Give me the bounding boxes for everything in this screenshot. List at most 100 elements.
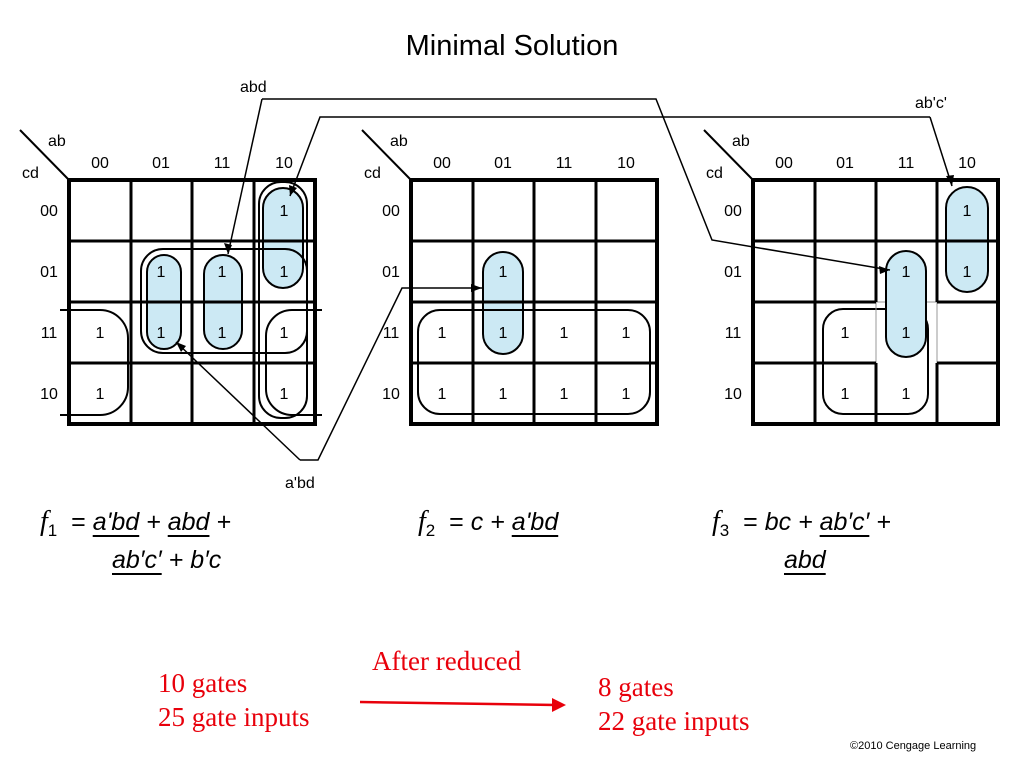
- corner-diagonal: [703, 129, 754, 181]
- row-label: 00: [40, 203, 58, 220]
- function-name: f: [40, 506, 48, 537]
- col-label: 10: [275, 155, 293, 172]
- arrowhead-icon: [879, 266, 890, 274]
- term: ab′c′: [819, 508, 870, 536]
- loop-ab-c: [262, 187, 304, 289]
- row-label: 01: [40, 264, 58, 281]
- operator: +: [490, 508, 505, 536]
- term: c: [470, 508, 484, 536]
- gate-inputs-after: 22 gate inputs: [598, 706, 750, 736]
- arrow-label: After reduced: [372, 646, 522, 676]
- cell-value: 1: [622, 386, 631, 403]
- arrowhead-icon: [176, 342, 186, 352]
- cell-value: 1: [280, 386, 289, 403]
- cell-value: 1: [560, 325, 569, 342]
- cell-value: 1: [157, 325, 166, 342]
- cell-value: 1: [499, 386, 508, 403]
- equation-f1: f1 = a'bd + abd +: [40, 506, 231, 540]
- function-subscript: 3: [719, 521, 730, 540]
- equation-f2: f2 = c + a'bd: [418, 506, 559, 540]
- cell-value: 1: [280, 264, 289, 281]
- term: bc: [764, 508, 792, 536]
- arrowhead-icon: [289, 185, 297, 196]
- cell-value: 1: [438, 325, 447, 342]
- term: a'bd: [92, 508, 140, 536]
- col-label: 01: [152, 155, 170, 172]
- connector-abd-map1: [227, 98, 263, 255]
- row-label: 00: [724, 203, 742, 220]
- col-label: 01: [494, 155, 512, 172]
- cell-value: 1: [280, 203, 289, 220]
- row-label: 11: [383, 325, 400, 342]
- col-label: 00: [775, 155, 793, 172]
- kmap-f2: ab cd 00 01 11 10 00 01 11 10 1 1 1 1 1 …: [361, 129, 659, 426]
- col-label: 11: [898, 155, 915, 172]
- gate-count-before: 10 gates: [158, 668, 248, 698]
- col-label: 00: [91, 155, 109, 172]
- function-subscript: 1: [47, 521, 58, 540]
- cell-value: 1: [902, 386, 911, 403]
- row-label: 00: [382, 203, 400, 220]
- term-label-a-bd: a'bd: [285, 475, 315, 492]
- connector-abd2-map2: [300, 287, 482, 461]
- arrowhead-icon: [946, 175, 954, 186]
- operator: +: [216, 508, 231, 536]
- cell-value: 1: [438, 386, 447, 403]
- col-label: 10: [617, 155, 635, 172]
- corner-label-cd: cd: [706, 165, 723, 182]
- cell-value: 1: [963, 203, 972, 220]
- col-label: 10: [958, 155, 976, 172]
- corner-label-ab: ab: [732, 133, 750, 150]
- col-label: 00: [433, 155, 451, 172]
- cell-value: 1: [963, 264, 972, 281]
- slide-title: Minimal Solution: [405, 30, 619, 62]
- equals-sign: =: [743, 508, 758, 536]
- term-connectors: abd ab'c' a'bd: [175, 79, 954, 492]
- equation-f3: f3 = bc + ab′c′ +: [712, 506, 891, 540]
- gate-inputs-before: 25 gate inputs: [158, 702, 310, 732]
- gate-count-after: 8 gates: [598, 672, 674, 702]
- operator: +: [798, 508, 813, 536]
- connector-abd2-map1: [175, 341, 301, 461]
- cell-value: 1: [280, 325, 289, 342]
- corner-diagonal: [19, 129, 70, 181]
- cell-value: 1: [560, 386, 569, 403]
- cell-value: 1: [96, 386, 105, 403]
- connector-abc-map3: [929, 116, 953, 187]
- before-summary: 10 gates 25 gate inputs: [158, 666, 309, 734]
- row-label: 10: [382, 386, 400, 403]
- equals-sign: =: [449, 508, 464, 536]
- corner-label-ab: ab: [390, 133, 408, 150]
- col-label: 11: [556, 155, 573, 172]
- term: b′c: [190, 546, 222, 574]
- equation-f1-line2: ab′c′ + b′c: [112, 546, 221, 575]
- cell-value: 1: [499, 325, 508, 342]
- term: abd: [167, 508, 210, 536]
- corner-diagonal: [361, 129, 412, 181]
- row-label: 01: [382, 264, 400, 281]
- operator: +: [168, 546, 184, 574]
- term-label-ab-c: ab'c': [915, 95, 947, 112]
- row-label: 01: [724, 264, 742, 281]
- cell-value: 1: [499, 264, 508, 281]
- cell-value: 1: [902, 325, 911, 342]
- reduction-arrowhead-icon: [552, 698, 566, 712]
- row-label: 10: [40, 386, 58, 403]
- operator: +: [146, 508, 161, 536]
- after-summary: 8 gates 22 gate inputs: [598, 670, 749, 738]
- cell-value: 1: [841, 386, 850, 403]
- reduction-arrow: [359, 700, 557, 707]
- connector-abd-map3: [262, 98, 891, 271]
- loop-abd: [885, 250, 927, 358]
- row-label: 11: [41, 325, 58, 342]
- connector-abc-map1: [289, 116, 930, 197]
- function-name: f: [712, 506, 720, 537]
- term: a'bd: [511, 508, 559, 536]
- kmap-f3: ab cd 00 01 11 10 00 01 11 10: [703, 129, 1000, 426]
- corner-label-cd: cd: [364, 165, 381, 182]
- corner-label-cd: cd: [22, 165, 39, 182]
- cell-value: 1: [157, 264, 166, 281]
- cell-value: 1: [841, 325, 850, 342]
- cell-value: 1: [902, 264, 911, 281]
